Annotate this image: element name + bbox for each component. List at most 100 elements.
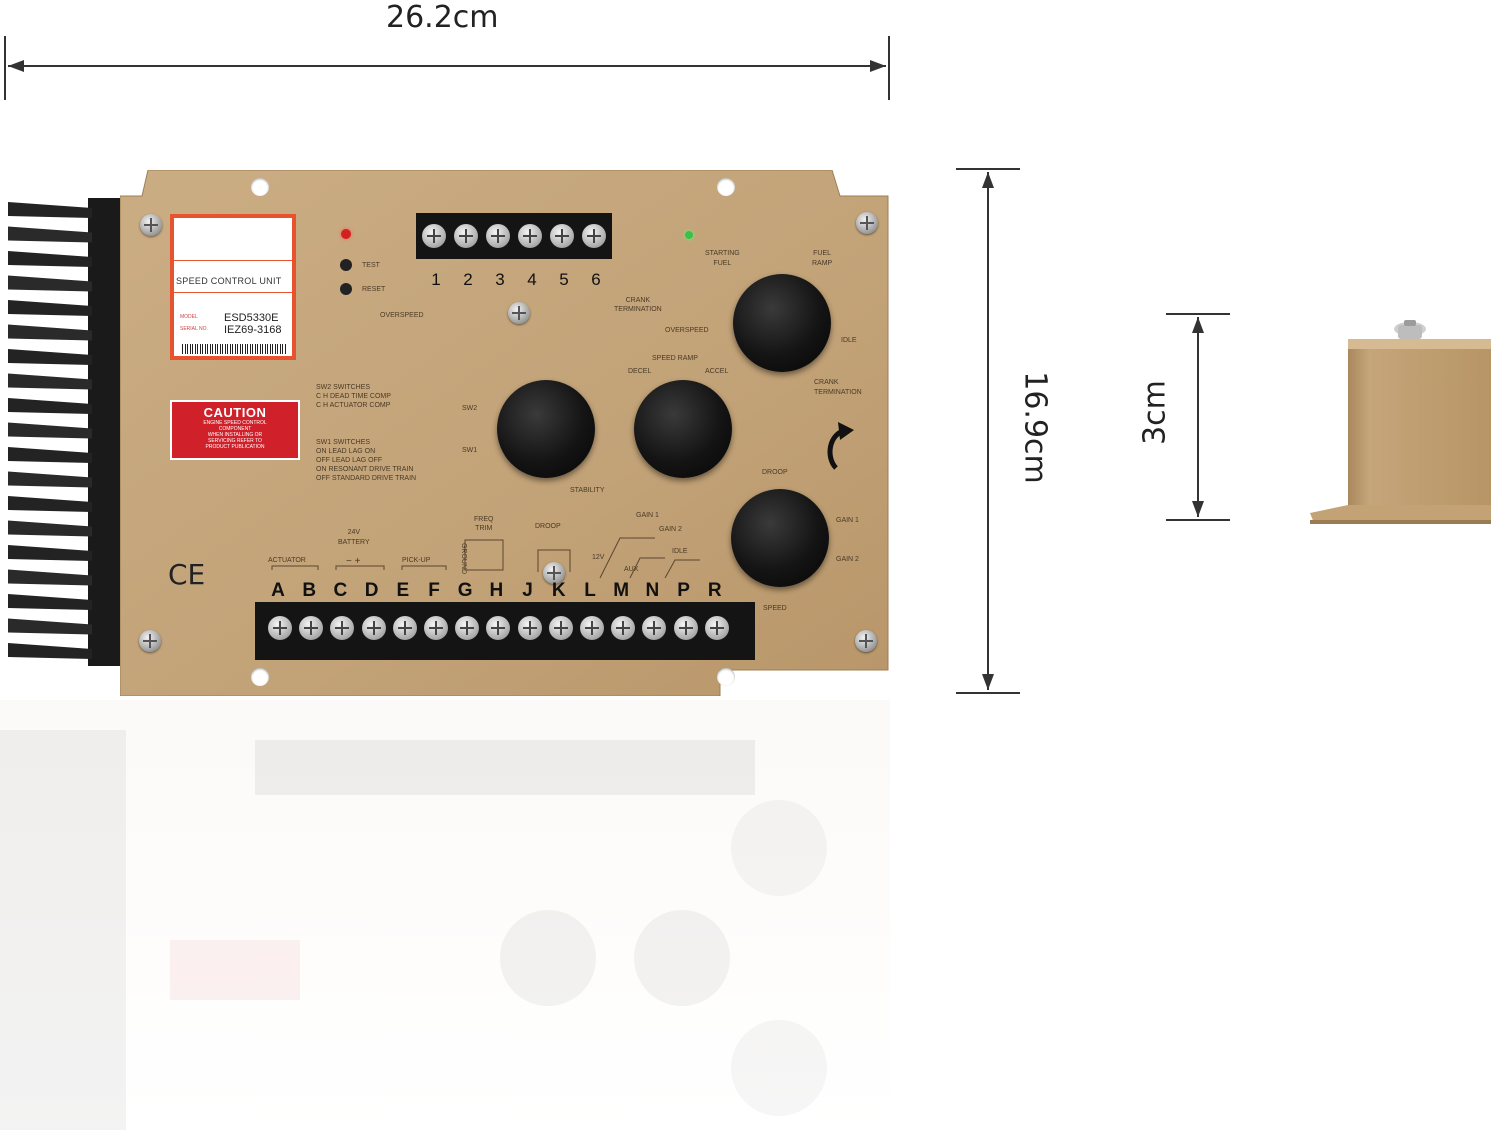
heatsink-fin — [8, 202, 92, 218]
product-label: SPEED CONTROL UNIT MODEL ESD5330E SERIAL… — [170, 214, 296, 360]
top-terminal-number: 6 — [591, 270, 601, 289]
gain2-right-label: GAIN 2 — [836, 556, 859, 563]
bottom-terminal-letter: M — [613, 580, 630, 601]
top-terminal-number: 2 — [463, 270, 473, 289]
bottom-terminal-screw[interactable] — [704, 616, 729, 640]
bottom-terminal-screw[interactable] — [392, 616, 417, 640]
center-screw — [543, 562, 565, 584]
bottom-terminal-screw[interactable] — [580, 616, 604, 640]
top-terminal-number: 5 — [559, 270, 569, 289]
depth-dimension-arrow — [1166, 313, 1230, 521]
reflection — [0, 700, 890, 1130]
heatsink-fin — [8, 349, 92, 365]
serial-value: IEZ69-3168 — [224, 324, 282, 336]
heatsink-fin — [8, 594, 92, 610]
bottom-terminal-screw[interactable] — [486, 616, 511, 640]
sw1-switch-notes: SW1 SWITCHES ON LEAD LAG ON OFF LEAD LAG… — [316, 439, 417, 482]
side-profile-bracket — [1310, 320, 1491, 524]
heatsink-fin — [8, 569, 92, 586]
mount-hole — [251, 668, 269, 686]
corner-screw — [855, 630, 877, 652]
top-terminal-number: 1 — [431, 270, 441, 289]
bottom-terminal-screw[interactable] — [517, 616, 542, 640]
actuator-label: ACTUATOR — [268, 557, 306, 564]
reset-button[interactable] — [340, 283, 352, 295]
corner-screw — [140, 214, 162, 236]
bottom-terminal-screw[interactable] — [548, 616, 573, 640]
bottom-terminal-letter: L — [584, 580, 596, 601]
width-dimension-label: 26.2cm — [386, 0, 499, 35]
pickup-label: PICK-UP — [402, 557, 431, 564]
top-terminal-row — [418, 224, 614, 250]
bottom-terminal-screw[interactable] — [611, 616, 636, 640]
caution-line: PRODUCT PUBLICATION — [205, 444, 265, 450]
bottom-terminal-letter: B — [302, 580, 317, 601]
speed-ramp-knob[interactable] — [634, 380, 732, 478]
caution-label: CAUTION ENGINE SPEED CONTROL COMPONENT W… — [170, 400, 300, 460]
heatsink-fin — [8, 422, 92, 439]
speed-ramp-label: SPEED RAMP — [652, 355, 698, 362]
starting-fuel-knob[interactable] — [733, 274, 831, 372]
gain2-mid-label: GAIN 2 — [659, 526, 682, 533]
starting-fuel-label: STARTING FUEL — [705, 250, 740, 267]
bottom-terminal-screw[interactable] — [268, 616, 292, 640]
caution-line: COMPONENT — [218, 426, 252, 432]
bottom-terminal-screw[interactable] — [330, 616, 355, 640]
bottom-terminal-screw[interactable] — [424, 616, 448, 640]
bottom-terminal-screw[interactable] — [673, 616, 698, 640]
heatsink-fin — [8, 496, 92, 512]
bottom-terminal-screw[interactable] — [642, 616, 667, 640]
caution-line: WHEN INSTALLING OR — [207, 432, 263, 438]
heatsink-fin — [8, 545, 92, 561]
fuel-ramp-label: FUEL RAMP — [812, 250, 833, 267]
bottom-terminal-screw[interactable] — [361, 616, 386, 640]
decel-label: DECEL — [628, 368, 652, 375]
test-button[interactable] — [340, 259, 352, 271]
height-dimension-label: 16.9cm — [1017, 371, 1053, 484]
gain1-right-label: GAIN 1 — [836, 517, 859, 524]
crank-led — [685, 231, 693, 239]
heatsink-fin — [8, 300, 92, 316]
stability-knob[interactable] — [497, 380, 595, 478]
corner-screw — [139, 630, 161, 652]
v12-label: 12V — [592, 554, 605, 561]
heatsink-fin — [8, 520, 92, 537]
bottom-terminal-screw[interactable] — [299, 616, 324, 640]
sw2-label: SW2 — [462, 405, 478, 412]
top-terminal-screw[interactable] — [582, 224, 606, 248]
bottom-terminal-letter: R — [707, 580, 722, 601]
top-terminal-number: 4 — [527, 270, 537, 289]
heatsink-fin — [8, 398, 92, 414]
top-terminal-screw[interactable] — [422, 224, 446, 248]
reset-label: RESET — [362, 286, 386, 293]
label-brackets — [271, 537, 700, 579]
overspeed-led — [341, 229, 351, 239]
top-terminal-screw[interactable] — [550, 224, 574, 248]
heatsink-fin — [8, 447, 92, 463]
bottom-terminal-letter: J — [522, 580, 533, 601]
heatsink — [8, 198, 126, 666]
top-terminal-screw[interactable] — [518, 224, 542, 248]
battery-polarity: − + — [346, 556, 361, 567]
top-terminal-screw[interactable] — [454, 224, 478, 248]
stability-label: STABILITY — [570, 487, 605, 494]
aux-label: AUX — [624, 566, 639, 573]
top-terminal-block — [416, 213, 612, 259]
heatsink-fin — [8, 643, 92, 659]
bottom-terminal-letter: N — [645, 580, 660, 601]
overspeed-label: OVERSPEED — [380, 312, 424, 319]
barcode — [182, 344, 286, 354]
top-terminal-screw[interactable] — [486, 224, 510, 248]
overspeed-knob-label: OVERSPEED — [665, 327, 709, 334]
heatsink-fin — [8, 471, 92, 488]
caution-title: CAUTION — [203, 405, 267, 420]
speed-knob[interactable] — [731, 489, 829, 587]
height-dimension-arrow — [956, 168, 1020, 694]
idle-mid-label: IDLE — [672, 548, 688, 555]
heatsink-fin — [8, 275, 92, 292]
heatsink-fin — [8, 324, 92, 341]
bottom-terminal-screw[interactable] — [455, 616, 480, 640]
battery-label: 24V BATTERY — [338, 529, 370, 546]
